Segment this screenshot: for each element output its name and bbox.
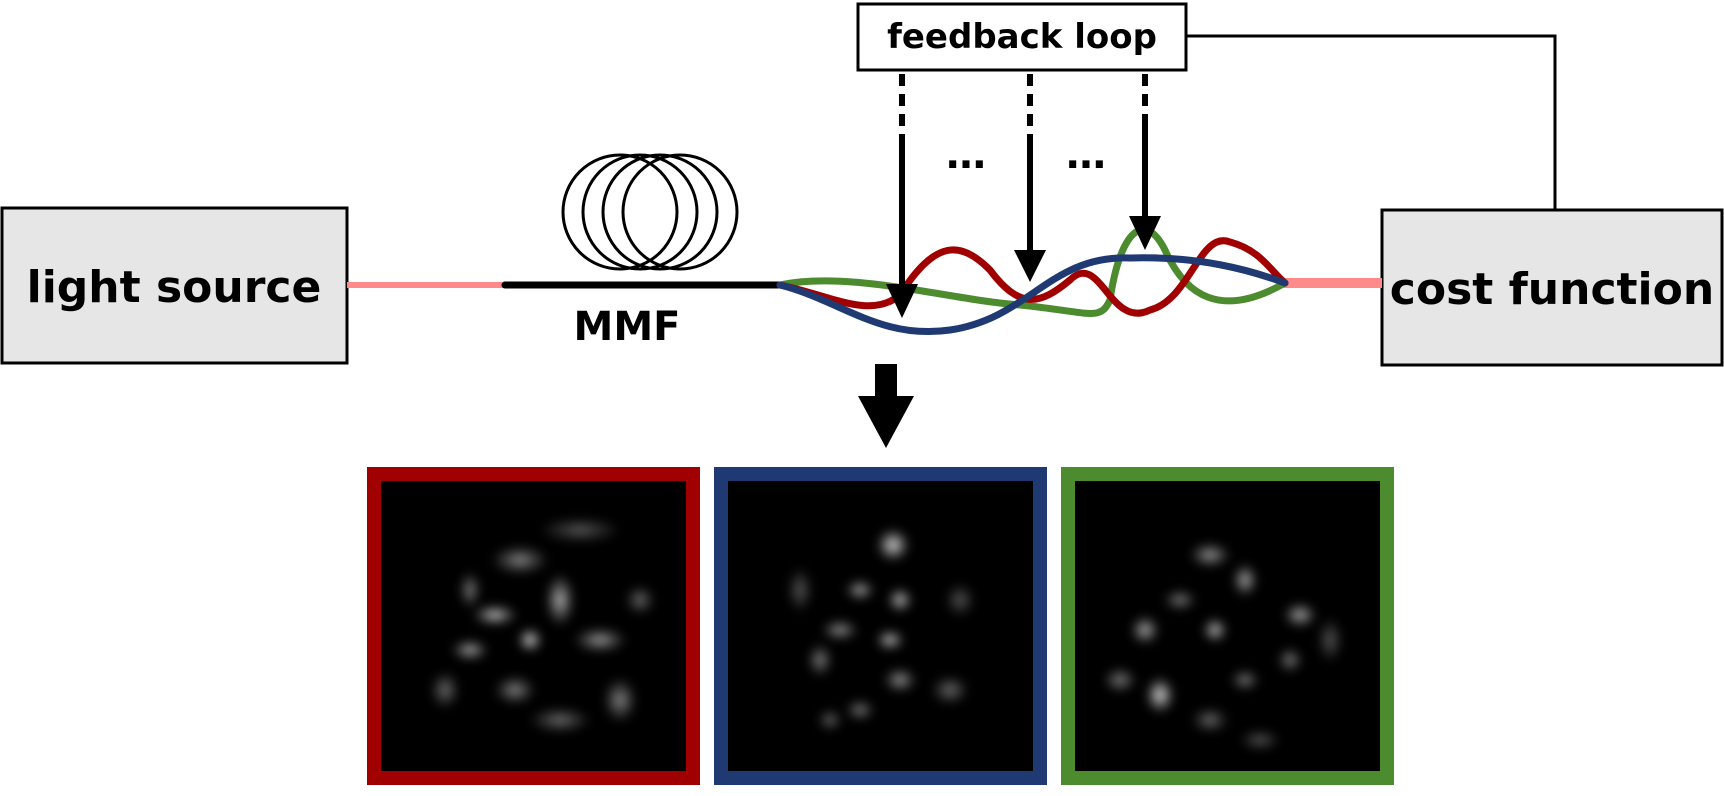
ellipsis-1: … bbox=[946, 132, 986, 178]
actuator-arrow-3 bbox=[1129, 74, 1161, 250]
feedback-loop-block: feedback loop bbox=[856, 2, 1557, 210]
light-source-label: light source bbox=[27, 262, 322, 313]
light-source-block: light source bbox=[0, 206, 349, 365]
cost-function-label: cost function bbox=[1390, 264, 1714, 315]
actuator-arrow-2 bbox=[1014, 74, 1046, 282]
blue-mode-path bbox=[776, 254, 1289, 335]
mmf-label: MMF bbox=[574, 304, 681, 350]
feedback-loop-label: feedback loop bbox=[887, 17, 1157, 57]
output-down-arrow bbox=[858, 364, 914, 448]
actuator-arrow-1 bbox=[886, 74, 918, 318]
speckle-pattern-green bbox=[1104, 543, 1342, 750]
actuator-arrows bbox=[886, 74, 1161, 318]
speckle-panel-blue bbox=[714, 467, 1047, 785]
speckle-panel-green bbox=[1061, 467, 1394, 785]
cost-function-block: cost function bbox=[1380, 208, 1724, 367]
speckle-panel-red bbox=[367, 467, 700, 785]
feedback-return-wire bbox=[1186, 34, 1557, 210]
speckle-pattern-blue bbox=[788, 529, 974, 730]
speckle-pattern-red bbox=[431, 518, 654, 732]
ellipsis-2: … bbox=[1066, 132, 1106, 178]
mmf-coil-icon bbox=[561, 153, 739, 271]
